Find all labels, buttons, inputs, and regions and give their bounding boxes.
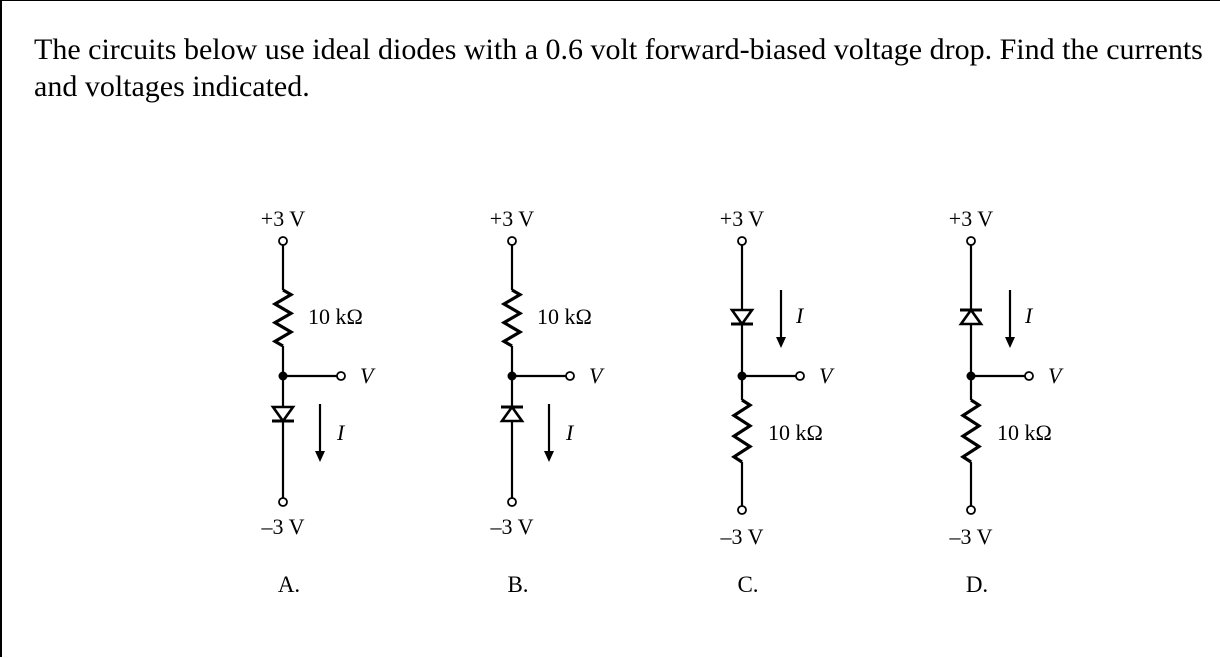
resistor (960, 398, 982, 464)
resistor-label: 10 kΩ (768, 420, 823, 445)
bottom-terminal (737, 505, 747, 515)
diode (270, 405, 296, 424)
current-arrow-head (1005, 337, 1015, 348)
diode (499, 404, 525, 423)
current-arrow-head (544, 451, 554, 462)
resistor-label: 10 kΩ (308, 304, 363, 329)
current-arrow (315, 404, 325, 462)
top-supply-label: +3 V (261, 206, 306, 231)
top-supply-label: +3 V (949, 206, 994, 231)
output-voltage-label: V (360, 363, 376, 388)
circuit-a: +3 V 10 kΩ I –3 V V A. (261, 206, 377, 597)
bottom-terminal (966, 505, 976, 515)
current-label: I (795, 303, 805, 328)
output-voltage-label: V (1048, 363, 1064, 388)
output-terminal (565, 371, 575, 381)
circuit-caption: C. (737, 572, 758, 597)
top-terminal (737, 236, 747, 246)
current-arrow (776, 290, 786, 348)
current-arrow (544, 404, 554, 462)
diode-triangle (729, 308, 755, 327)
bottom-supply-label: –3 V (720, 524, 764, 549)
resistor (500, 288, 524, 348)
output-terminal (795, 371, 805, 381)
current-label: I (336, 420, 346, 445)
circuit-b: +3 V 10 kΩ I –3 V V B. (490, 206, 606, 597)
circuit-caption: D. (966, 572, 988, 597)
output-voltage-label: V (589, 363, 605, 388)
resistor-label: 10 kΩ (997, 420, 1052, 445)
output-voltage-label: V (819, 363, 835, 388)
circuit-d: +3 V 10 kΩ I –3 V V D. (949, 206, 1065, 597)
current-arrow (1005, 290, 1015, 348)
diode-triangle (499, 404, 525, 423)
bottom-supply-label: –3 V (490, 514, 534, 539)
resistor (731, 398, 753, 464)
top-terminal (507, 236, 517, 246)
current-label: I (565, 420, 575, 445)
current-label: I (1024, 303, 1034, 328)
problem-statement: The circuits below use ideal diodes with… (34, 33, 1203, 103)
top-terminal (278, 236, 288, 246)
diode (729, 308, 755, 327)
diode-triangle (270, 405, 296, 424)
circuit-caption: A. (278, 572, 300, 597)
diode (958, 307, 984, 326)
circuit-c: +3 V 10 kΩ I –3 V V C. (720, 206, 836, 597)
diode-triangle (958, 307, 984, 326)
top-supply-label: +3 V (720, 206, 765, 231)
top-terminal (966, 236, 976, 246)
current-arrow-head (776, 337, 786, 348)
resistor-label: 10 kΩ (537, 304, 592, 329)
current-arrow-head (315, 451, 325, 462)
output-terminal (1024, 371, 1034, 381)
bottom-terminal (507, 497, 517, 507)
bottom-supply-label: –3 V (261, 514, 305, 539)
resistor (271, 288, 295, 348)
circuit-caption: B. (507, 572, 528, 597)
bottom-terminal (278, 497, 288, 507)
output-terminal (336, 371, 346, 381)
bottom-supply-label: –3 V (949, 524, 993, 549)
top-supply-label: +3 V (490, 206, 535, 231)
